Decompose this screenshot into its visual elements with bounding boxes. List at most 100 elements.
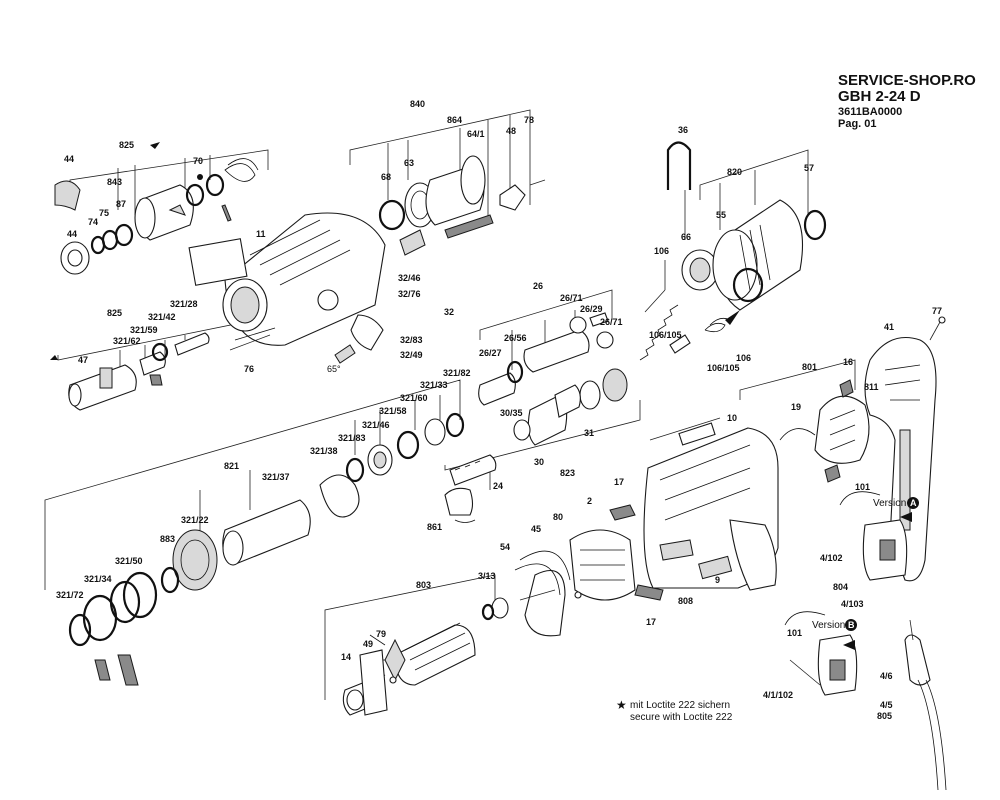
star-icon: ★: [616, 698, 627, 712]
part-label: 4/1/102: [763, 690, 793, 700]
wobble-bearing: [513, 384, 581, 446]
part-label: 321/60: [400, 393, 428, 403]
part-label: 808: [678, 596, 693, 606]
part-label: 65°: [327, 364, 341, 374]
stator-parts: [514, 504, 664, 637]
part-label: 44: [64, 154, 74, 164]
version-badges: A B Version Version: [812, 497, 919, 631]
part-label: 864: [447, 115, 462, 125]
part-label: 32/46: [398, 273, 421, 283]
part-label: 24: [493, 481, 503, 491]
part-label: 4/5: [880, 700, 893, 710]
part-label: 44: [67, 229, 77, 239]
part-label: 820: [727, 167, 742, 177]
part-label: 2: [587, 496, 592, 506]
part-label: 10: [727, 413, 737, 423]
part-label: 9: [715, 575, 720, 585]
armature: [342, 589, 556, 716]
part-label: 30: [534, 457, 544, 467]
part-label: 54: [500, 542, 510, 552]
part-label: 883: [160, 534, 175, 544]
part-label: 106/105: [649, 330, 682, 340]
part-label: 861: [427, 522, 442, 532]
part-label: 32/83: [400, 335, 423, 345]
version-a-label: Version: [873, 498, 906, 509]
loctite-note-en: secure with Loctite 222: [630, 712, 733, 723]
part-label: 106: [654, 246, 669, 256]
spring-106: [639, 304, 731, 361]
part-label: 36: [678, 125, 688, 135]
version-a-badge: A: [910, 498, 917, 508]
part-label: 30/35: [500, 408, 523, 418]
rear-handle: [864, 316, 946, 582]
chuck-assembly: [54, 158, 259, 275]
part-label: 321/37: [262, 472, 290, 482]
part-label: 87: [116, 199, 126, 209]
part-label: 321/28: [170, 299, 198, 309]
part-label: 321/83: [338, 433, 366, 443]
part-label: 79: [376, 629, 386, 639]
part-label: 803: [416, 580, 431, 590]
part-label: 321/82: [443, 368, 471, 378]
part-label: 31: [584, 428, 594, 438]
part-label: 321/34: [84, 574, 112, 584]
part-label: 76: [244, 364, 254, 374]
motor-housing: [643, 422, 779, 591]
part-label: 26/27: [479, 348, 502, 358]
part-label: 106: [736, 353, 751, 363]
part-label: 26: [533, 281, 543, 291]
part-label: 41: [884, 322, 894, 332]
part-label: 64/1: [467, 129, 485, 139]
part-label: 840: [410, 99, 425, 109]
part-label: 823: [560, 468, 575, 478]
part-label: 45: [531, 524, 541, 534]
part-label: 14: [341, 652, 351, 662]
brush-holder: [779, 379, 870, 483]
part-label: 70: [193, 156, 203, 166]
part-label: 47: [78, 355, 88, 365]
part-label: 101: [855, 482, 870, 492]
part-label: 80: [553, 512, 563, 522]
part-label: 63: [404, 158, 414, 168]
part-label: 321/50: [115, 556, 143, 566]
direction-arrows: [50, 142, 912, 650]
striker-parts: [478, 312, 628, 410]
part-label: 101: [787, 628, 802, 638]
part-label: 57: [804, 163, 814, 173]
part-label: 321/59: [130, 325, 158, 335]
part-label: 16: [843, 357, 853, 367]
part-label: 3/13: [478, 571, 496, 581]
part-label: 66: [681, 232, 691, 242]
part-label: 74: [88, 217, 98, 227]
shop-title: SERVICE-SHOP.RO: [838, 72, 976, 89]
part-label: 321/38: [310, 446, 338, 456]
part-label: 26/71: [560, 293, 583, 303]
part-label: 811: [864, 382, 879, 392]
part-label: 801: [802, 362, 817, 372]
part-label: 106/105: [707, 363, 740, 373]
intermediate-flange-parts: [378, 155, 546, 239]
part-label: 77: [932, 306, 942, 316]
part-label: 825: [119, 140, 134, 150]
part-label: 805: [877, 711, 892, 721]
spindle-parts: [68, 412, 465, 686]
power-cord: [904, 619, 947, 791]
part-label: 32: [444, 307, 454, 317]
part-label: 804: [833, 582, 848, 592]
part-label: 321/58: [379, 406, 407, 416]
part-label: 32/49: [400, 350, 423, 360]
part-label: 26/71: [600, 317, 623, 327]
part-label: 19: [791, 402, 801, 412]
tool-holder: [68, 332, 271, 411]
part-label: 68: [381, 172, 391, 182]
part-label: 821: [224, 461, 239, 471]
part-label: 48: [506, 126, 516, 136]
part-label: 32/76: [398, 289, 421, 299]
intermediate-shaft: [444, 454, 497, 523]
page-number: Pag. 01: [838, 118, 877, 130]
part-label: 78: [524, 115, 534, 125]
part-labels: 44 825 843 70 75 87 74 44 11 840 864 64/…: [56, 99, 942, 721]
part-label: 321/72: [56, 590, 84, 600]
part-label: 55: [716, 210, 726, 220]
